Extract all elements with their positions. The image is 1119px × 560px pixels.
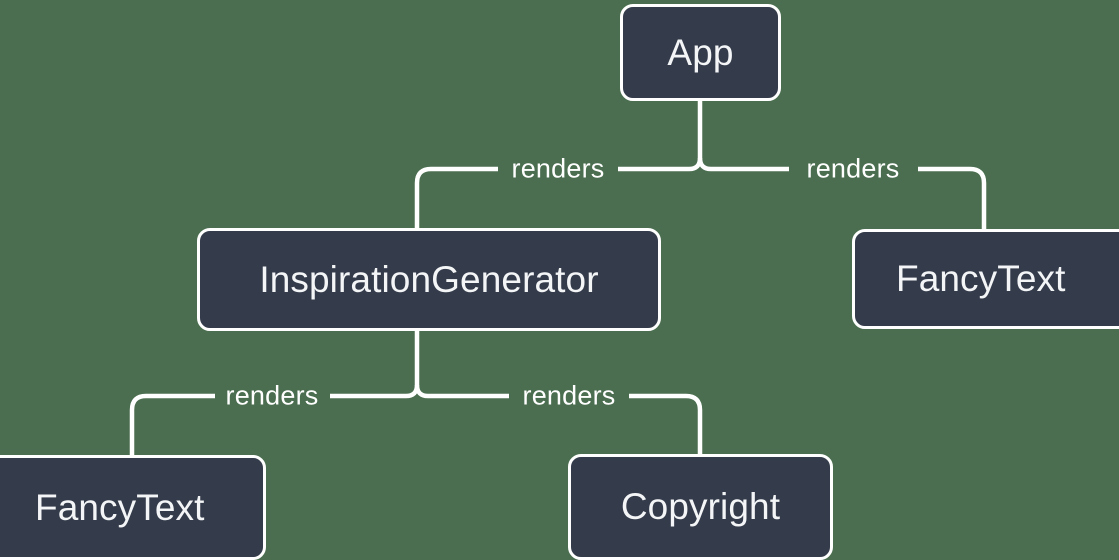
node-app-label: App bbox=[667, 31, 734, 73]
node-fancytext-left-label: FancyText bbox=[35, 486, 205, 528]
edge-inspgen-to-copyright bbox=[629, 393, 703, 454]
node-fancytext-left[interactable]: FancyText bbox=[0, 455, 266, 560]
edge-app-split-left bbox=[618, 157, 703, 172]
edge-label-app-to-fancytext: renders bbox=[806, 153, 900, 184]
node-fancytext-right[interactable]: FancyText bbox=[852, 229, 1119, 329]
node-inspiration-generator[interactable]: InspirationGenerator bbox=[197, 228, 661, 331]
node-copyright-label: Copyright bbox=[620, 486, 781, 527]
edge-app-to-inspgen bbox=[414, 166, 498, 228]
edge-app-split-right bbox=[697, 157, 789, 172]
edge-label-inspiration-generator-to-fancytext: renders bbox=[225, 380, 319, 411]
edge-label-inspiration-generator-to-copyright: renders bbox=[522, 380, 616, 411]
edge-inspgen-split-right bbox=[414, 384, 509, 399]
node-fancytext-right-label: FancyText bbox=[896, 258, 1066, 299]
node-copyright[interactable]: Copyright bbox=[568, 454, 833, 560]
node-inspiration-generator-label: InspirationGenerator bbox=[259, 258, 599, 300]
edge-label-app-to-inspiration-generator: renders bbox=[511, 153, 605, 184]
edge-inspgen-split-left bbox=[330, 384, 420, 399]
node-app[interactable]: App bbox=[620, 4, 781, 101]
edge-app-to-fancytext bbox=[918, 166, 987, 229]
edge-inspgen-to-fancytext bbox=[129, 393, 215, 455]
